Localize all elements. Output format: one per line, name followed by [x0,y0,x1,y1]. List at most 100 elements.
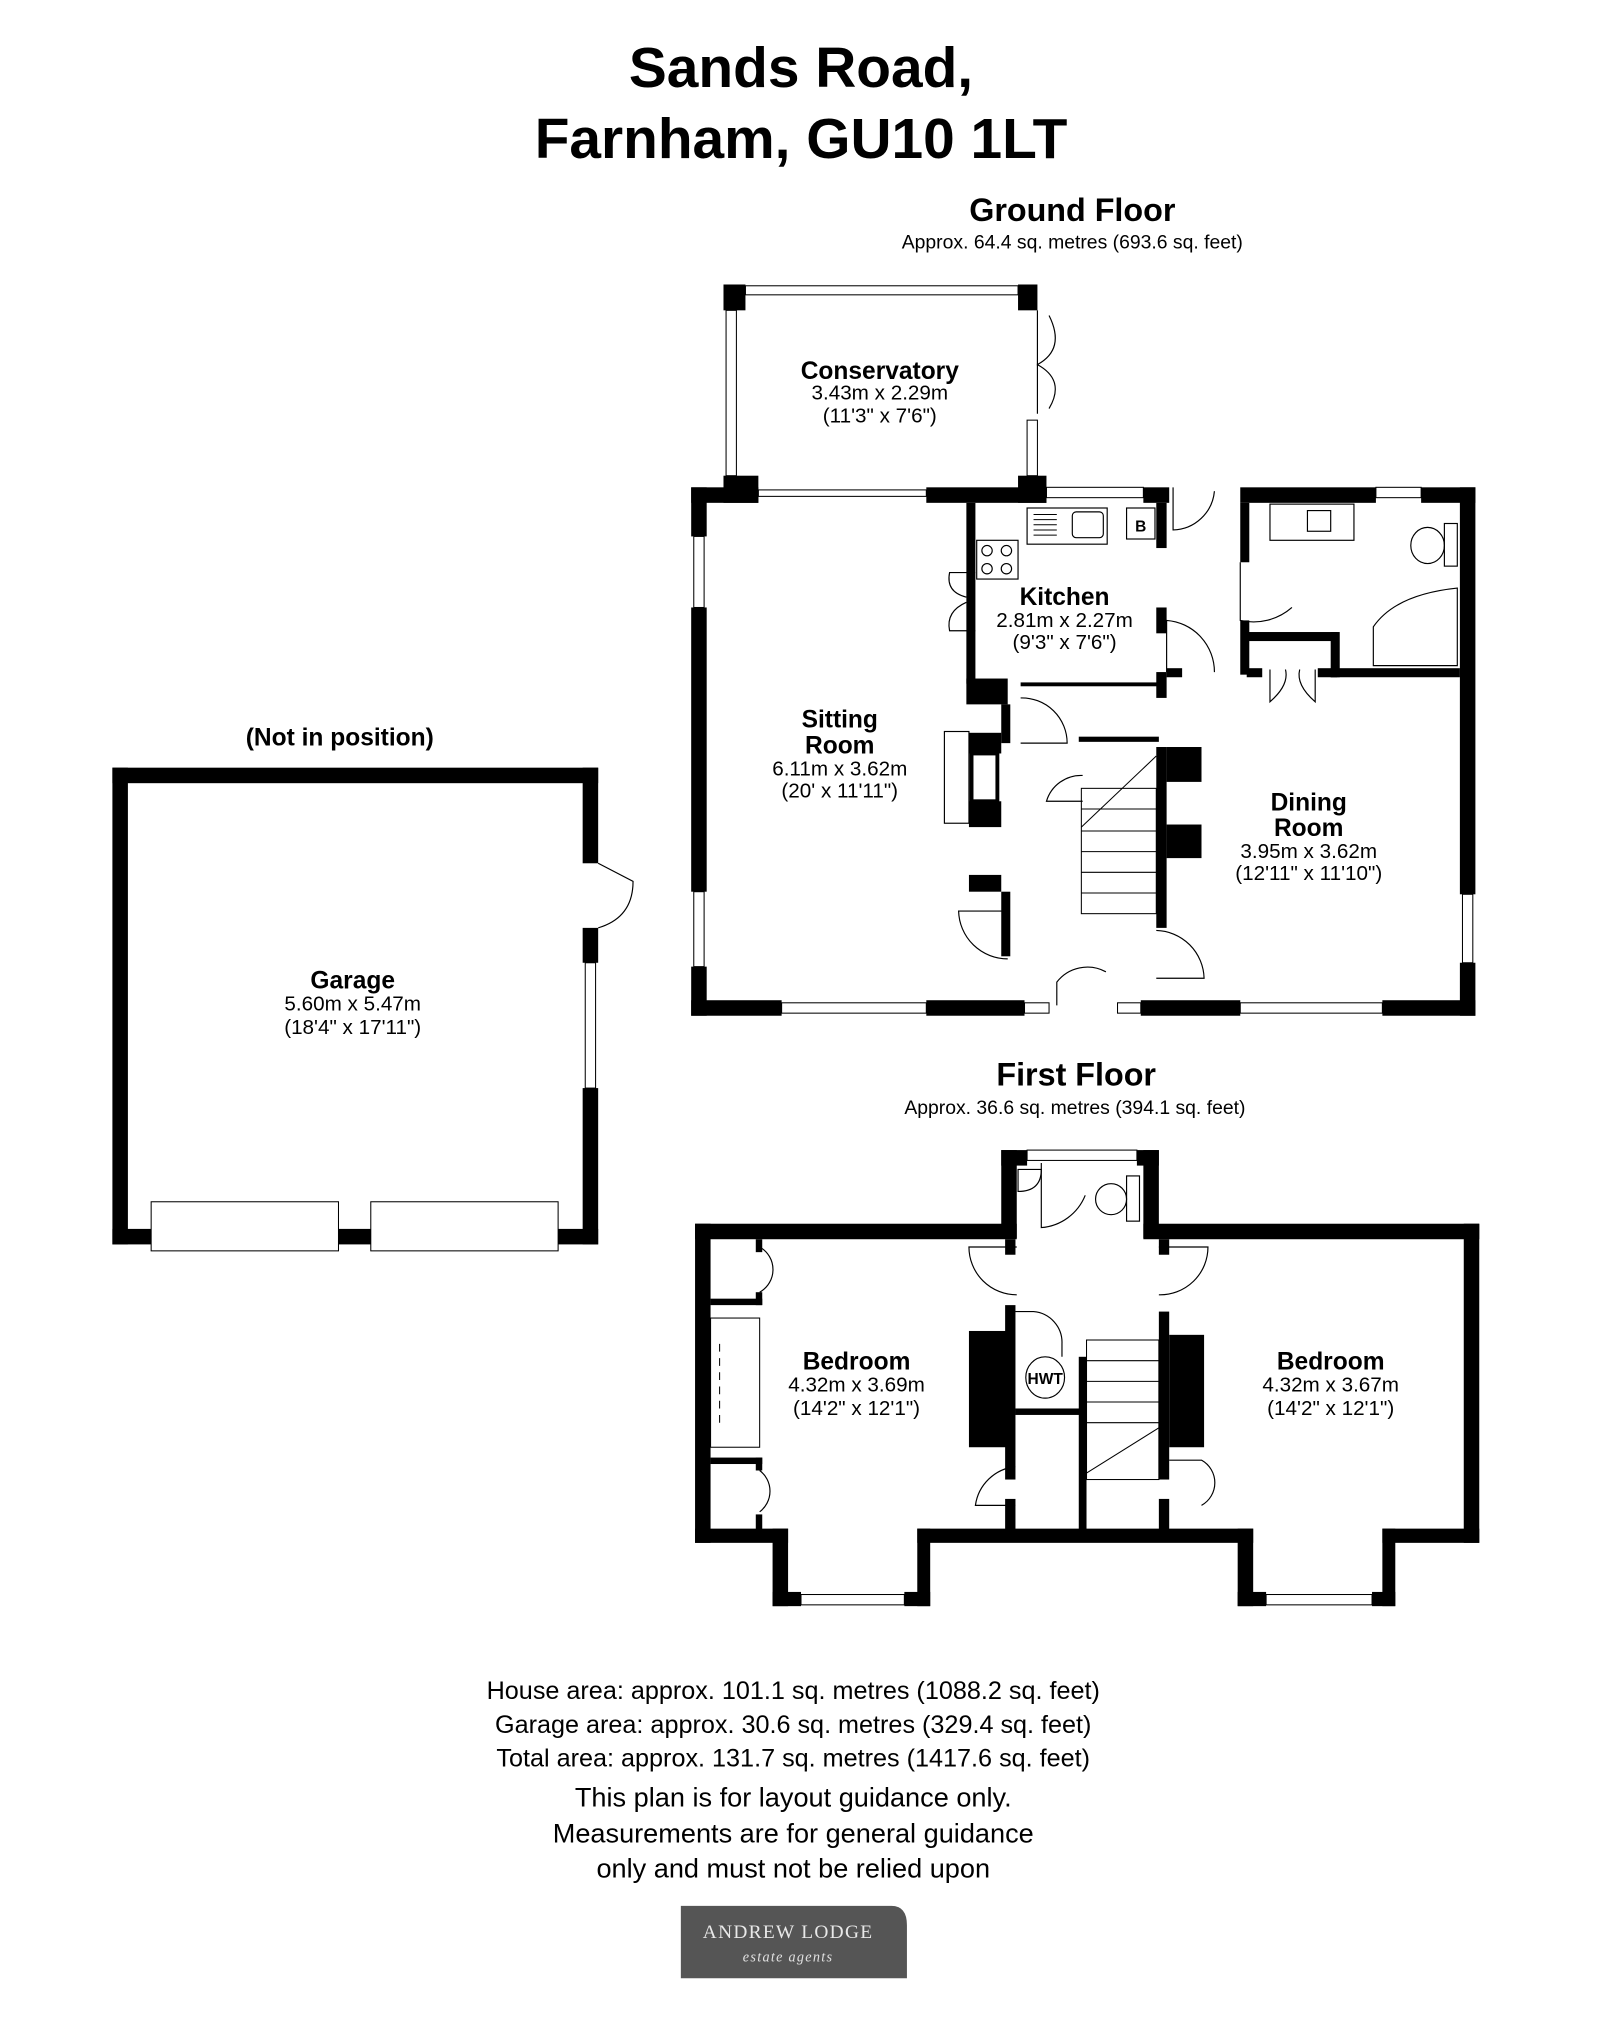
window [744,285,1019,296]
dining-room-name2: Room [1274,815,1344,842]
wall [1143,1223,1480,1240]
hearth [943,730,970,824]
door-swing [1169,1459,1216,1506]
wall [1246,668,1263,678]
wall [112,1228,152,1245]
conservatory-imperial: (11'3" x 7'6") [823,405,937,428]
door-swing [1269,669,1287,704]
fixtures: B HWT [710,503,1458,1481]
window [693,891,705,968]
wardrobe [710,1317,761,1448]
window [584,962,597,1089]
dining-room-name1: Dining [1271,789,1347,816]
window [370,1201,559,1252]
door-swing [1036,310,1056,366]
dining-room-imperial: (12'11" x 11'10") [1235,862,1382,885]
wall [1382,1528,1396,1607]
wall [1005,1498,1016,1532]
bedroom-right-imperial: (14'2" x 12'1") [1267,1397,1394,1420]
sitting-room-name1: Sitting [802,707,878,734]
window [1026,419,1038,477]
wall [1459,487,1476,895]
door-swing [1158,1246,1209,1296]
boiler-label: B [1135,518,1146,535]
wall [772,1591,801,1607]
wall [1246,632,1338,642]
kitchen-imperial: (9'3" x 7'6") [1013,631,1117,654]
kitchen-name: Kitchen [1020,584,1110,611]
wall [1158,1498,1170,1532]
wall [1156,672,1167,698]
wall [710,1457,763,1465]
wall [691,487,759,503]
door-swing [1015,1311,1063,1357]
disclaimer-line1: This plan is for layout guidance only. [575,1781,1012,1812]
sitting-room-imperial: (20' x 11'11") [781,779,898,802]
window [1265,1594,1373,1606]
staircase-first [1086,1339,1160,1481]
window [1026,1149,1138,1161]
window [1117,1002,1142,1014]
wall [926,1000,1025,1016]
wall [1078,1356,1087,1532]
wall [1166,668,1183,678]
wall [695,1528,789,1543]
wall [1240,620,1250,675]
wall [1143,487,1170,503]
wall [112,767,128,1245]
shower [1372,587,1458,667]
drainer-icon [1033,513,1057,536]
sitting-room-metric: 6.11m x 3.62m [772,757,907,780]
door-swing [597,862,634,929]
garage-metric: 5.60m x 5.47m [284,993,421,1016]
wall [1018,284,1038,311]
total-area: Total area: approx. 131.7 sq. metres (14… [496,1744,1090,1772]
wall [582,767,599,864]
wall [917,1528,1254,1543]
wall [710,1298,763,1306]
windows [150,285,1474,1606]
window [725,309,737,477]
wall [1156,502,1167,549]
door-swing [948,572,976,598]
fireplace [969,751,1000,804]
bedroom-left-metric: 4.32m x 3.69m [788,1374,925,1397]
wall [582,927,599,963]
door-swing [958,910,1008,960]
kitchen-metric: 2.81m x 2.27m [996,609,1133,632]
wall [1001,891,1011,957]
door-swing [759,1246,774,1293]
hwt-label: HWT [1028,1371,1064,1388]
wall [1005,1305,1016,1480]
wall [338,1228,371,1245]
wall [1169,1334,1205,1448]
logo-line2: estate agents [743,1949,834,1965]
wall [1156,747,1167,928]
walls [112,284,1480,1607]
door-swing [1172,487,1215,531]
door-swing [1056,966,1107,1006]
door-swing [1045,774,1083,802]
toilet [1410,526,1445,565]
wall [1158,1311,1170,1480]
basin-unit [1269,503,1355,541]
wc-toilet [1094,1183,1128,1216]
wall [1382,1528,1480,1543]
wall [968,732,1002,754]
wall [1143,1150,1159,1238]
wall [1166,747,1202,782]
ground-floor-label: Ground Floor [969,192,1176,228]
wall [582,1088,599,1245]
dining-room-metric: 3.95m x 3.62m [1240,840,1377,863]
window [800,1594,905,1606]
garage-imperial: (18'4" x 17'11") [284,1016,421,1039]
garage-note: (Not in position) [246,725,434,752]
cistern [1443,522,1458,567]
door-swing [1036,363,1056,414]
window [1023,1002,1050,1014]
garage-name: Garage [310,968,395,995]
disclaimer-line2: Measurements are for general guidance [553,1818,1034,1849]
wall [755,1457,763,1471]
wall [1237,1591,1267,1607]
